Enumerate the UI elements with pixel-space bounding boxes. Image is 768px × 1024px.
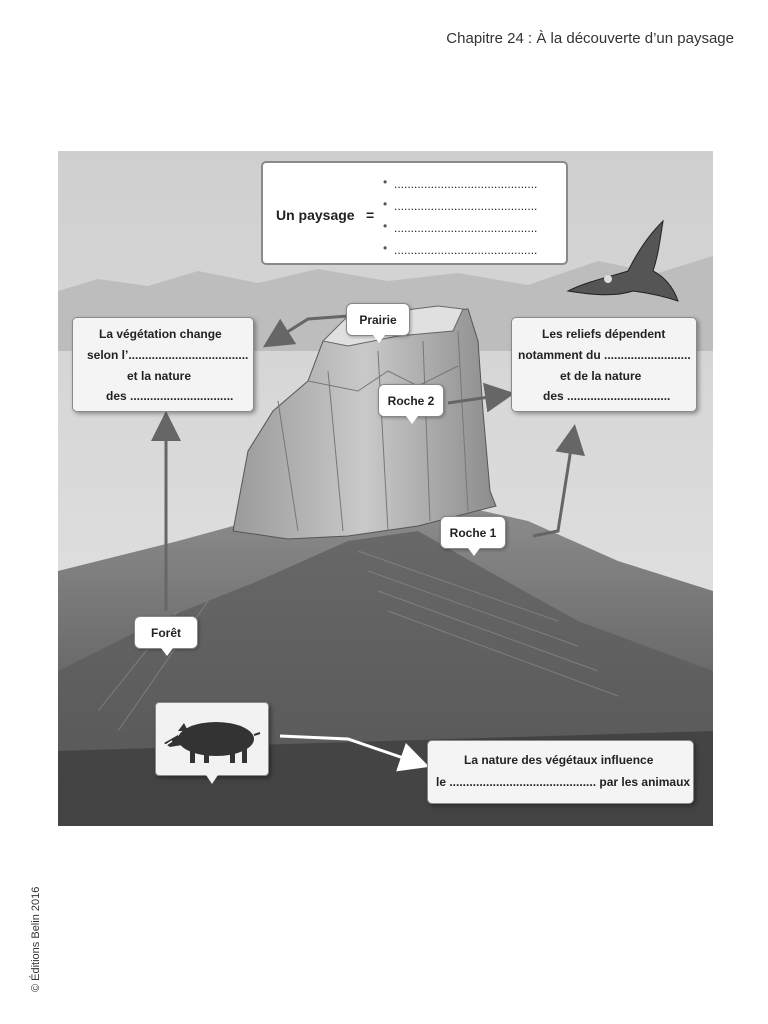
bullet: • <box>383 241 388 255</box>
paysage-definition-box: Un paysage = • .........................… <box>261 161 568 265</box>
bullet: • <box>383 197 388 211</box>
landscape-figure: Un paysage = • .........................… <box>58 151 713 826</box>
reliefs-line-4[interactable]: des ............................... <box>543 389 671 403</box>
bubble-tip <box>406 416 418 424</box>
label-roche1: Roche 1 <box>440 516 506 556</box>
eagle-icon <box>566 219 679 302</box>
bubble-tip <box>206 775 218 784</box>
equals-sign: = <box>366 207 375 223</box>
arrow-roche1-to-reliefs <box>532 424 586 538</box>
bubble-tip <box>373 335 385 343</box>
label-prairie: Prairie <box>346 303 410 343</box>
answer-blank-1[interactable]: ........................................… <box>394 177 538 191</box>
answer-blank-3[interactable]: ........................................… <box>394 221 538 235</box>
answer-blank-2[interactable]: ........................................… <box>394 199 538 213</box>
arrow-roche2-to-reliefs <box>447 382 515 413</box>
answer-blank-4[interactable]: ........................................… <box>394 243 538 257</box>
label-prairie-text: Prairie <box>359 313 397 327</box>
copyright-notice: © Éditions Belin 2016 <box>30 886 42 992</box>
chapter-header: Chapitre 24 : À la découverte d’un paysa… <box>446 30 734 47</box>
label-foret: Forêt <box>134 616 198 656</box>
label-roche2-text: Roche 2 <box>387 394 435 408</box>
vegetation-line-2[interactable]: selon l’................................… <box>87 348 249 362</box>
bullet: • <box>383 219 388 233</box>
bubble-tip <box>161 648 173 656</box>
animals-line-2[interactable]: le .....................................… <box>436 775 691 789</box>
label-foret-text: Forêt <box>151 626 181 640</box>
paysage-title: Un paysage <box>276 207 355 223</box>
label-roche1-text: Roche 1 <box>449 526 497 540</box>
animals-box: La nature des végétaux influence le ....… <box>427 740 694 804</box>
bubble-tip <box>468 548 480 556</box>
vegetation-line-1: La végétation change <box>99 327 222 341</box>
boar-picture <box>155 702 269 784</box>
vegetation-line-4[interactable]: des ............................... <box>106 389 234 403</box>
bullet: • <box>383 175 388 189</box>
animals-line-1: La nature des végétaux influence <box>464 753 654 767</box>
reliefs-line-3: et de la nature <box>560 369 642 383</box>
label-roche2: Roche 2 <box>378 384 444 424</box>
reliefs-line-2[interactable]: notamment du .......................... <box>518 348 691 362</box>
reliefs-box: Les reliefs dépendent notamment du .....… <box>511 317 697 412</box>
vegetation-line-3: et la nature <box>127 369 192 383</box>
arrow-boar-to-animals <box>279 734 430 772</box>
arrow-prairie-to-vegetation <box>262 314 349 348</box>
vegetation-box: La végétation change selon l’...........… <box>72 317 254 412</box>
reliefs-line-1: Les reliefs dépendent <box>542 327 666 341</box>
boar-icon <box>164 722 261 763</box>
